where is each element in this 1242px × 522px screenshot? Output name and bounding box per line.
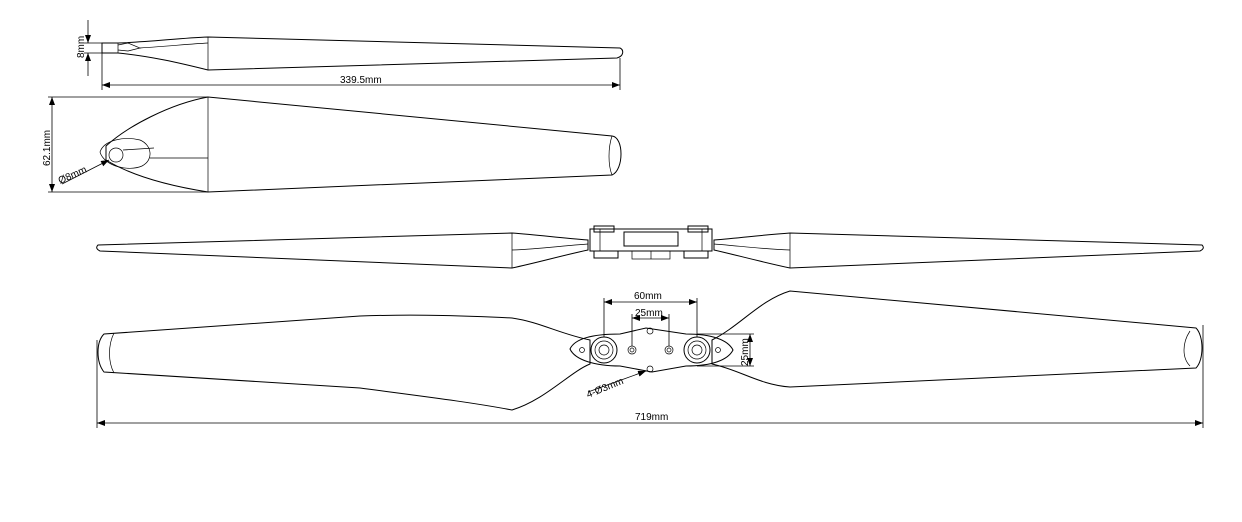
bolt-hole-icon [646, 327, 654, 335]
dim-hole-diameter: Ø8mm [57, 164, 89, 186]
dim-mount-spacing: 60mm [634, 291, 662, 302]
blade-top-view [48, 96, 622, 193]
bolt-hole-icon [627, 345, 637, 355]
dim-blade-length: 339.5mm [340, 75, 382, 86]
dim-blade-width: 62.1mm [42, 130, 53, 166]
blade-side-view [84, 20, 624, 90]
dim-bolt-holes: 4-Ø3mm [585, 376, 625, 401]
propeller-top-view [96, 290, 1204, 428]
dim-overall-span: 719mm [635, 412, 668, 423]
dim-hub-height: 25mm [740, 338, 751, 366]
bolt-hole-icon [664, 345, 674, 355]
propeller-side-view [96, 225, 1204, 269]
dim-inner-spacing: 25mm [635, 308, 663, 319]
dim-hub-thickness: 8mm [76, 36, 87, 58]
mount-hole-icon [108, 147, 124, 163]
bolt-hole-icon [646, 365, 654, 373]
